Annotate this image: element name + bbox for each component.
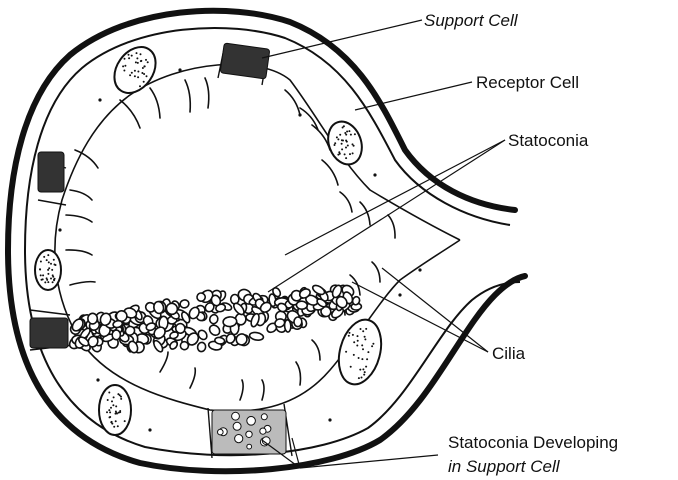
cilium xyxy=(262,380,264,400)
leader-lines xyxy=(262,20,505,468)
inner-wall xyxy=(25,28,520,455)
label-statoconia-developing: Statoconia Developing xyxy=(448,433,618,452)
label-support-cell: Support Cell xyxy=(424,11,519,30)
cilium xyxy=(70,282,95,285)
cilium xyxy=(322,160,338,185)
cilium xyxy=(285,90,300,115)
statoconium xyxy=(197,342,206,352)
cilium xyxy=(120,100,140,128)
statoconium xyxy=(209,314,219,325)
cilium xyxy=(66,250,92,255)
statoconium xyxy=(294,317,303,327)
cell-boundary xyxy=(30,310,70,315)
leader-cilia-b xyxy=(382,268,488,352)
statoconium xyxy=(284,320,291,333)
outer-wall xyxy=(8,11,525,472)
statoconium xyxy=(208,323,222,337)
cilium xyxy=(185,80,190,112)
support-cell xyxy=(220,43,270,79)
cell-layer-boundary xyxy=(55,64,460,411)
cell-boundary xyxy=(208,408,212,458)
label-in-support-cell: in Support Cell xyxy=(448,457,561,476)
statoconium xyxy=(112,330,120,340)
support-cell xyxy=(30,318,68,348)
cilium xyxy=(66,215,92,222)
cilium xyxy=(372,262,380,282)
statoconia-mass xyxy=(67,283,361,355)
support-cell xyxy=(38,152,64,192)
nucleus-stipple xyxy=(39,52,374,428)
cilium xyxy=(190,368,195,388)
statoconium xyxy=(88,313,97,324)
cilium xyxy=(205,78,209,108)
statoconium xyxy=(311,284,326,297)
statoconium xyxy=(179,299,189,309)
cilium xyxy=(150,88,160,118)
leader-statoconia-b xyxy=(268,140,505,292)
cilium xyxy=(296,362,301,385)
cilium xyxy=(70,190,92,200)
nucleus xyxy=(332,315,388,389)
cilium xyxy=(312,340,320,360)
statoconium xyxy=(223,316,237,327)
statoconium xyxy=(249,331,264,341)
nucleus xyxy=(99,385,131,435)
label-receptor-cell: Receptor Cell xyxy=(476,73,579,92)
nucleus xyxy=(322,117,367,169)
cilium xyxy=(160,352,168,372)
cilium xyxy=(340,192,352,212)
statoconium xyxy=(296,301,307,310)
label-cilia: Cilia xyxy=(492,344,526,363)
label-statoconia: Statoconia xyxy=(508,131,589,150)
nuclei xyxy=(35,39,388,435)
cilium xyxy=(388,215,395,238)
cilium xyxy=(240,380,243,400)
